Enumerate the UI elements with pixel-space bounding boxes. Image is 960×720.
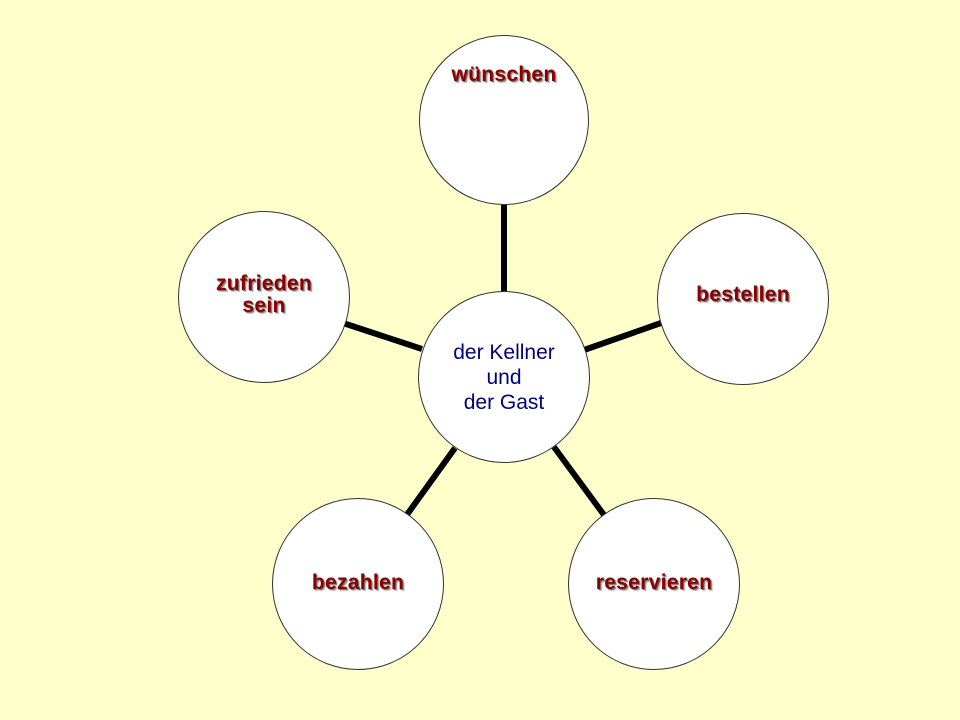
node-bestellen: bestellen: [657, 213, 829, 385]
connector-bestellen: [583, 320, 662, 353]
connector-bezahlen: [403, 446, 458, 518]
connector-reservieren: [551, 445, 607, 517]
center-label: der Kellner und der Gast: [453, 340, 555, 414]
node-bezahlen: bezahlen: [272, 498, 444, 670]
node-zufrieden-sein: zufrieden sein: [178, 211, 350, 383]
node-label-wuenschen: wünschen: [451, 63, 557, 86]
center-node: der Kellner und der Gast: [418, 291, 590, 463]
node-wuenschen: wünschen: [419, 35, 589, 205]
node-label-reservieren: reservieren: [595, 571, 713, 594]
connector-zufrieden: [342, 320, 423, 352]
node-label-bezahlen: bezahlen: [311, 571, 405, 594]
node-reservieren: reservieren: [568, 498, 740, 670]
node-label-zufrieden-sein: zufrieden sein: [215, 272, 313, 317]
node-label-bestellen: bestellen: [696, 283, 790, 306]
